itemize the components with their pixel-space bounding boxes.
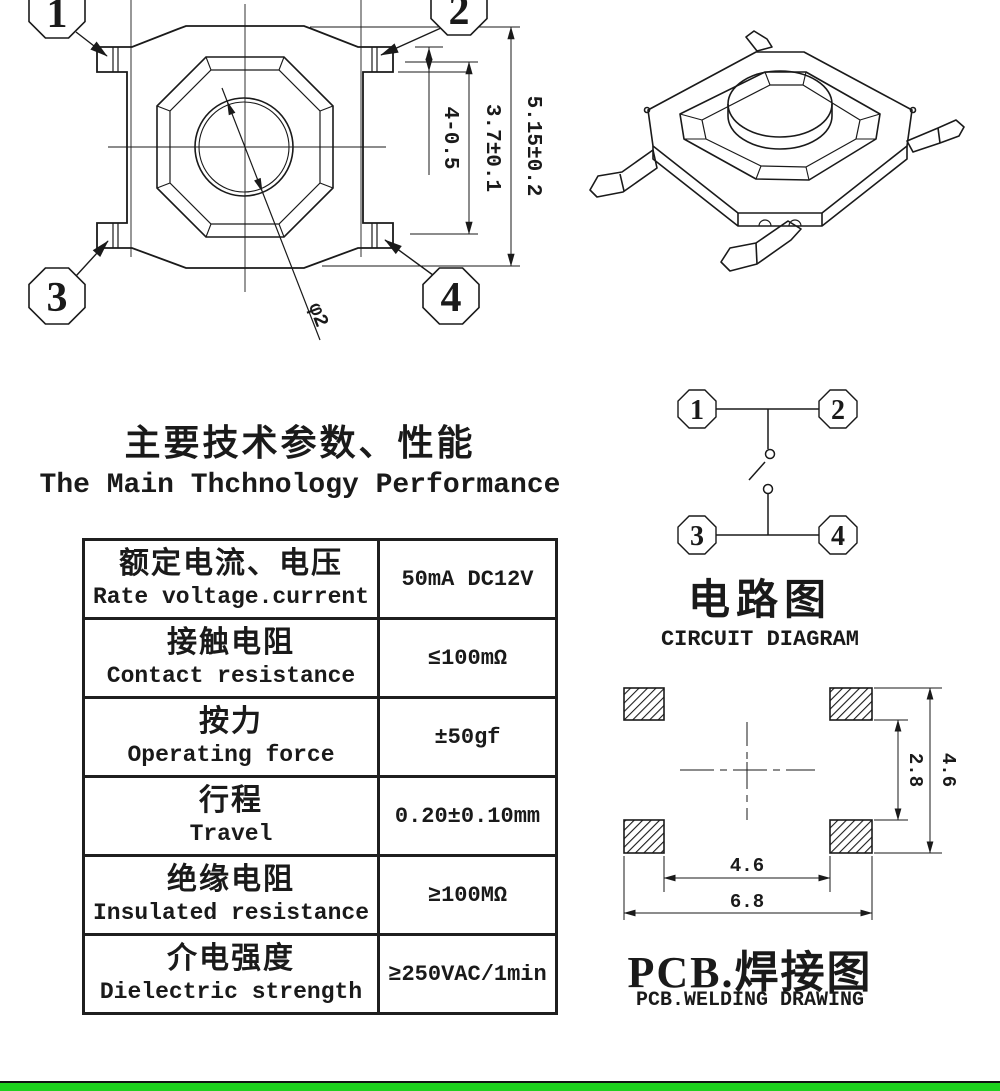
callout-number-3: 3: [47, 275, 68, 321]
callout-leaders: [75, 27, 442, 279]
callout-number-1: 1: [47, 0, 68, 37]
circuit-title-en: CIRCUIT DIAGRAM: [660, 627, 860, 652]
pcb-dim-inner-h: 4.6: [730, 855, 764, 877]
circuit-diagram: 1 2 3 4: [677, 389, 858, 555]
pad-top-right: [829, 687, 873, 721]
pin-badge-4: [818, 515, 858, 555]
table-row: 行程 Travel 0.20±0.10mm: [82, 775, 558, 857]
row-value: ±50gf: [434, 724, 501, 750]
top-view-drawing: 4-0.5 3.7±0.1 5.15±0.2 φ2 1 2 3 4: [28, 0, 544, 341]
iso-cover-ring-inner: [701, 84, 861, 168]
pcb-drawing: 2.8 4.6 4.6 6.8: [623, 687, 959, 920]
pcb-dim-outer-v: 4.6: [937, 753, 959, 787]
pin-number-1: 1: [690, 395, 704, 426]
row-value: ≤100mΩ: [427, 645, 508, 671]
lead-detail-lines: [112, 47, 378, 248]
pcb-title-en: PCB.WELDING DRAWING: [635, 989, 865, 1012]
iso-lead-right: [906, 119, 965, 153]
row-label-en: Rate voltage.current: [92, 583, 370, 610]
row-label-zh: 介电强度: [167, 941, 295, 975]
pcb-title-zh: PCB.焊接图: [627, 948, 873, 997]
row-label-en: Travel: [189, 820, 273, 847]
row-label-en: Contact resistance: [106, 662, 356, 689]
contact-dot-bottom: [762, 483, 774, 495]
dim-label-lead: 4-0.5: [438, 106, 461, 169]
row-label-en: Insulated resistance: [92, 899, 370, 926]
iso-body-side: [652, 146, 908, 227]
spec-table: 额定电流、电压 Rate voltage.current 50mA DC12V …: [82, 538, 558, 1015]
pin-number-2: 2: [831, 395, 845, 426]
contact-dot-top: [764, 448, 776, 460]
callout-badge-2: [430, 0, 488, 36]
callout-number-4: 4: [441, 275, 462, 321]
pin-badge-3: [677, 515, 717, 555]
row-label-zh: 额定电流、电压: [119, 546, 343, 580]
pin-badge-2: [818, 389, 858, 429]
row-label-zh: 绝缘电阻: [167, 862, 295, 896]
row-label-en: Dielectric strength: [99, 978, 363, 1005]
row-label-zh: 按力: [199, 704, 263, 738]
table-row: 按力 Operating force ±50gf: [82, 696, 558, 778]
iso-lead-left: [589, 149, 658, 198]
row-value: ≥250VAC/1min: [388, 961, 547, 987]
row-value: 50mA DC12V: [401, 566, 534, 592]
callout-badge-1: [28, 0, 86, 39]
iso-button-top: [727, 70, 833, 138]
section-title-zh: 主要技术参数、性能: [124, 423, 476, 463]
cover-ring: [156, 56, 334, 238]
pin-number-3: 3: [690, 521, 704, 552]
switch-arm: [748, 461, 766, 481]
pin-number-4: 4: [831, 521, 845, 552]
dim-label-inner: 3.7±0.1: [480, 104, 503, 192]
table-row: 额定电流、电压 Rate voltage.current 50mA DC12V: [82, 538, 558, 620]
row-label-zh: 行程: [199, 783, 263, 817]
dimension-lines: [310, 26, 520, 267]
iso-view-drawing: [589, 30, 965, 272]
centerlines: [108, 0, 386, 292]
pcb-dimension-lines: [623, 687, 942, 920]
dim-label-outer: 5.15±0.2: [521, 96, 544, 197]
pad-bottom-right: [829, 819, 873, 854]
callout-badge-3: [28, 267, 86, 325]
iso-button-side: [727, 104, 833, 150]
pcb-dim-inner-v: 2.8: [904, 753, 926, 787]
button-circle: [194, 97, 294, 197]
table-row: 介电强度 Dielectric strength ≥250VAC/1min: [82, 933, 558, 1015]
iso-lead-back: [745, 30, 773, 52]
iso-body-rim: [647, 51, 913, 214]
switch-body-outline: [96, 25, 394, 269]
section-title-en: The Main Thchnology Performance: [39, 470, 561, 501]
table-row: 接触电阻 Contact resistance ≤100mΩ: [82, 617, 558, 699]
center-crosshair: [680, 722, 815, 820]
pad-bottom-left: [623, 819, 665, 854]
iso-lead-front: [720, 220, 802, 272]
row-value: 0.20±0.10mm: [394, 803, 541, 829]
pcb-dim-outer-h: 6.8: [730, 891, 764, 913]
table-row: 绝缘电阻 Insulated resistance ≥100MΩ: [82, 854, 558, 936]
button-diameter-leader: [221, 87, 321, 341]
callout-number-2: 2: [449, 0, 470, 34]
circuit-title-zh: 电路图: [687, 578, 832, 624]
pin-badge-1: [677, 389, 717, 429]
row-label-zh: 接触电阻: [167, 625, 295, 659]
row-label-en: Operating force: [127, 741, 335, 768]
callout-badge-4: [422, 267, 480, 325]
pad-top-left: [623, 687, 665, 721]
row-value: ≥100MΩ: [427, 882, 508, 908]
iso-cover-ring-outer: [679, 71, 881, 181]
footer-green-bar: [0, 1081, 1000, 1091]
